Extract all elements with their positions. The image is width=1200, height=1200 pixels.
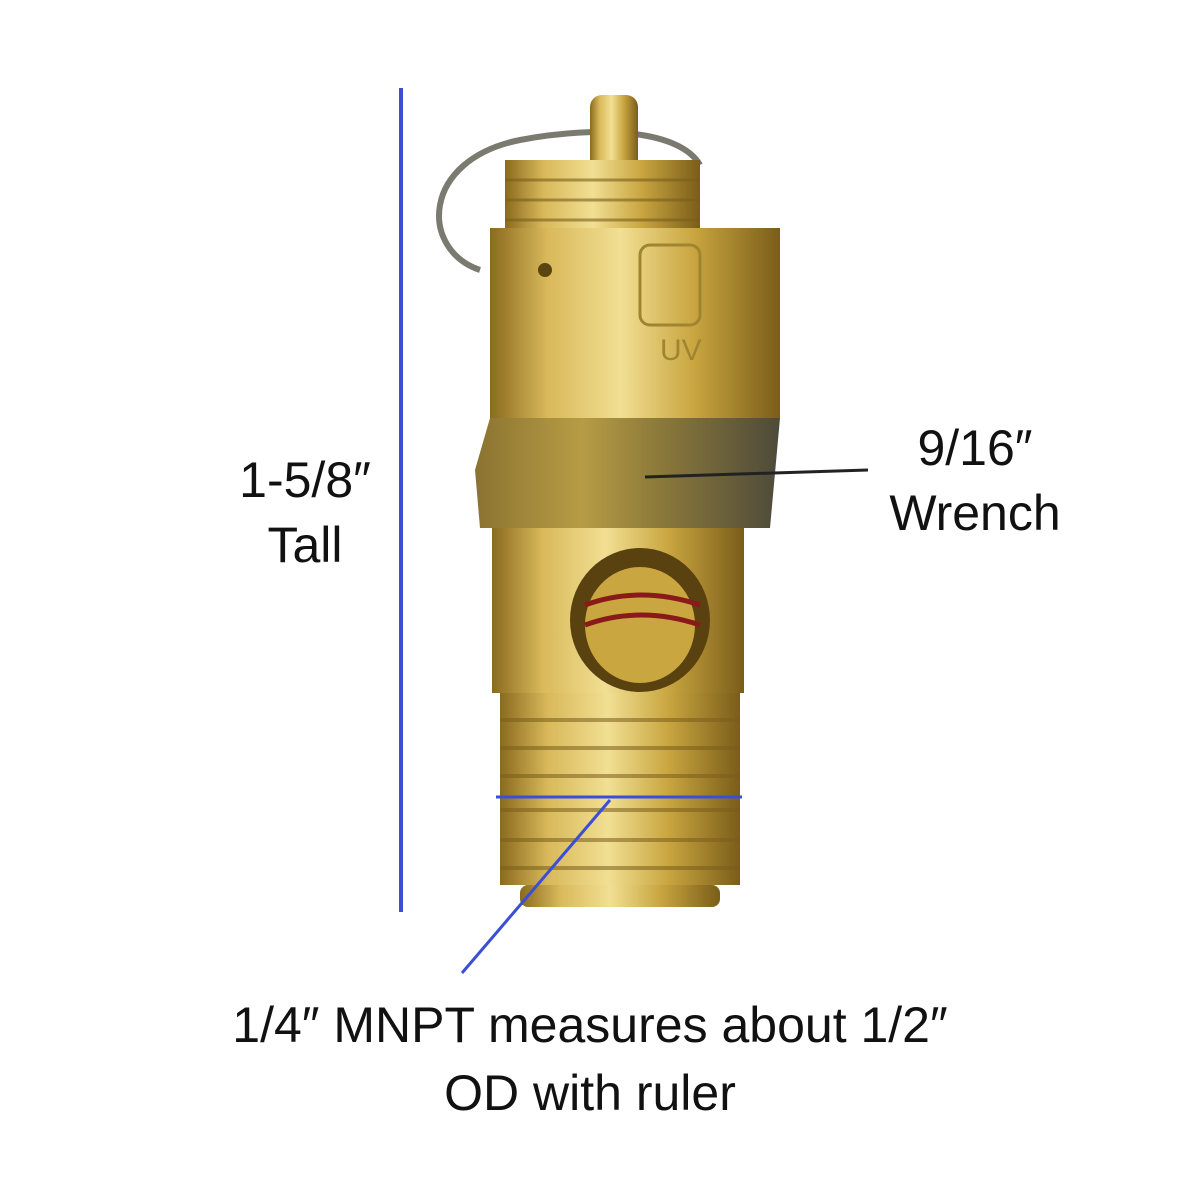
height-value: 1-5/8″	[239, 452, 371, 508]
height-caption: Tall	[267, 517, 343, 573]
thread-note-line1: 1/4″ MNPT measures about 1/2″	[232, 997, 948, 1053]
thread-note-line2: OD with ruler	[444, 1065, 736, 1121]
wrench-hex	[475, 418, 780, 528]
pull-ring-icon	[436, 129, 703, 273]
upper-body	[490, 228, 780, 418]
thread-leader-line	[460, 799, 612, 974]
wrench-caption: Wrench	[889, 485, 1061, 541]
svg-text:UV: UV	[660, 334, 702, 367]
wrench-value: 9/16″	[917, 420, 1033, 476]
bottom-tip	[520, 885, 720, 907]
wrench-leader-line	[644, 468, 869, 479]
bottom-thread	[500, 693, 740, 885]
